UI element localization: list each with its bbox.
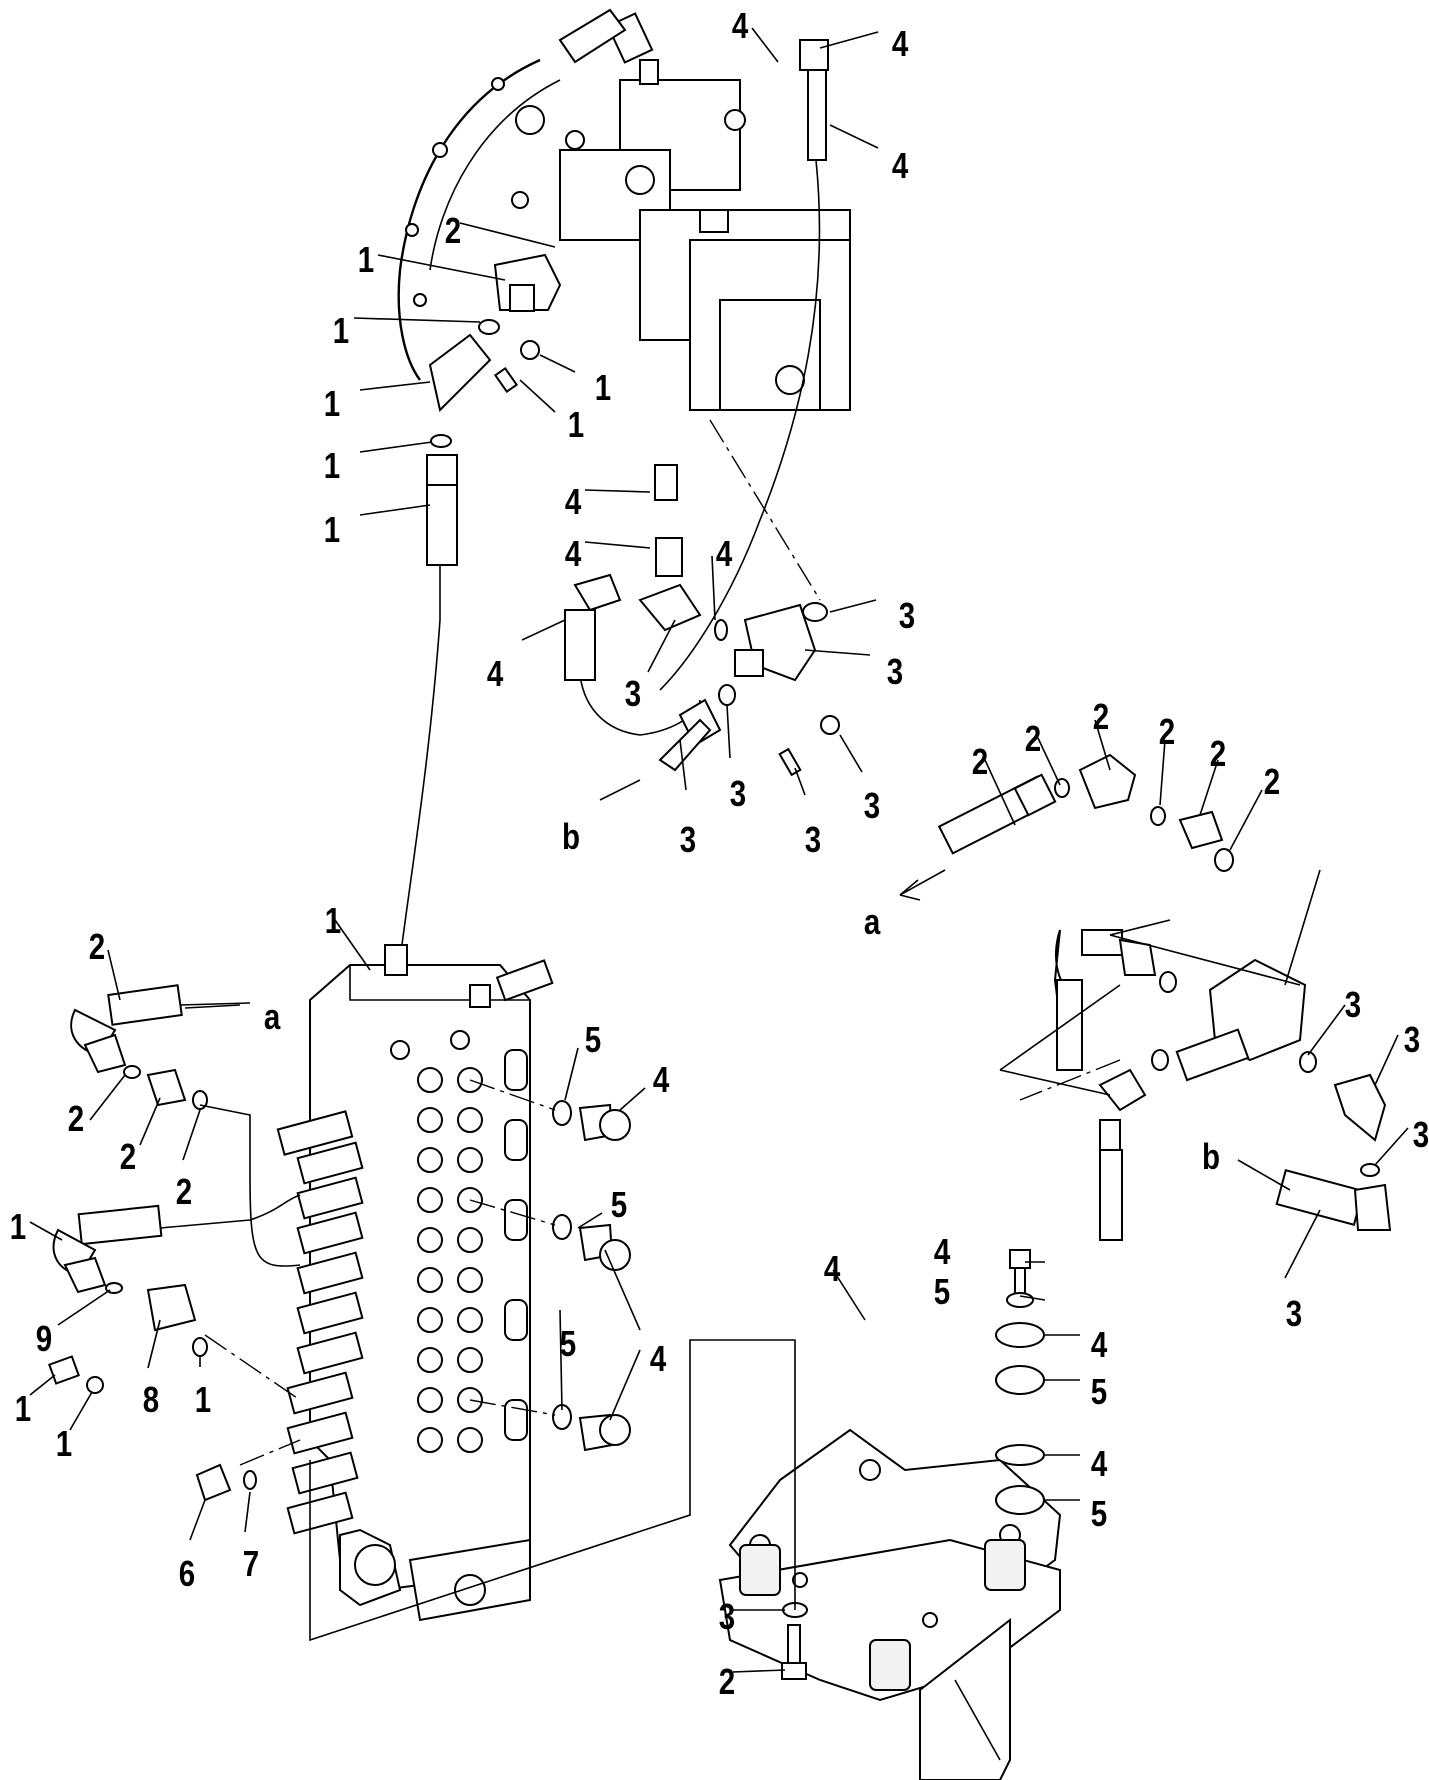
callout-c07: 1 bbox=[595, 367, 611, 407]
valve-ports-right bbox=[504, 1049, 528, 1441]
bracket-hardware bbox=[732, 1249, 1080, 1680]
callout-c18: 3 bbox=[625, 673, 641, 713]
callout-c31: 1 bbox=[325, 900, 341, 940]
callout-c06: 1 bbox=[333, 310, 349, 350]
flange-assembly-1 bbox=[426, 253, 562, 566]
callout-c17: 3 bbox=[887, 651, 903, 691]
callout-c54: 5 bbox=[1091, 1371, 1107, 1411]
callout-c10: 1 bbox=[324, 445, 340, 485]
callout-c58: 2 bbox=[719, 1661, 735, 1701]
callout-c32: 2 bbox=[89, 926, 105, 966]
callout-c51: 4 bbox=[934, 1231, 951, 1271]
callout-c60: 3 bbox=[1404, 1019, 1420, 1059]
right-fitting-chain-2 bbox=[899, 719, 1263, 901]
leader-lines-valve bbox=[29, 919, 646, 1541]
callout-c57: 3 bbox=[719, 1596, 735, 1636]
callout-c29: 2 bbox=[1264, 761, 1280, 801]
leader-lines-top bbox=[353, 27, 879, 801]
callout-c23: b bbox=[562, 816, 580, 856]
callout-c42: 8 bbox=[143, 1379, 159, 1419]
callout-c41: 9 bbox=[36, 1318, 52, 1358]
callout-c49: 7 bbox=[243, 1543, 259, 1583]
callout-c30: a bbox=[864, 901, 881, 941]
callout-c13: 4 bbox=[565, 533, 582, 573]
valve-ports-front bbox=[390, 1030, 483, 1453]
callout-c12: 4 bbox=[565, 481, 582, 521]
callout-c35: 4 bbox=[653, 1059, 670, 1099]
callout-c05: 1 bbox=[358, 239, 374, 279]
callout-c47: 4 bbox=[650, 1338, 667, 1378]
callout-c15: 4 bbox=[487, 653, 504, 693]
callout-c52: 5 bbox=[934, 1271, 950, 1311]
callout-c62: b bbox=[1202, 1136, 1220, 1176]
callout-c44: 1 bbox=[15, 1388, 31, 1428]
callout-c43: 1 bbox=[195, 1379, 211, 1419]
callout-c25: 2 bbox=[1025, 718, 1041, 758]
callout-c14: 4 bbox=[716, 533, 733, 573]
callout-c08: 1 bbox=[568, 404, 584, 444]
callout-c03: 4 bbox=[892, 145, 909, 185]
callout-c24: 2 bbox=[972, 741, 988, 781]
hose-line bbox=[659, 159, 821, 691]
callout-c37: 2 bbox=[120, 1136, 136, 1176]
assembly-guide-lines bbox=[309, 1059, 1121, 1642]
callout-c33: a bbox=[264, 996, 281, 1036]
callout-c22: 3 bbox=[805, 819, 821, 859]
control-valve bbox=[276, 944, 554, 1622]
callout-c34: 5 bbox=[585, 1019, 601, 1059]
callout-c40: 5 bbox=[611, 1184, 627, 1224]
callout-c39: 1 bbox=[10, 1206, 26, 1246]
callout-c53: 4 bbox=[1091, 1324, 1108, 1364]
callout-c61: 3 bbox=[1413, 1114, 1429, 1154]
mounting-bracket bbox=[718, 1428, 1062, 1780]
callout-c16: 3 bbox=[899, 595, 915, 635]
callout-c55: 4 bbox=[1091, 1443, 1108, 1483]
right-manifold-3 bbox=[999, 869, 1409, 1279]
callout-c38: 2 bbox=[176, 1171, 192, 1211]
valve-plugs bbox=[469, 1079, 631, 1452]
callout-c46: 5 bbox=[560, 1323, 576, 1363]
callout-c27: 2 bbox=[1159, 711, 1175, 751]
callout-c26: 2 bbox=[1093, 696, 1109, 736]
callout-c09: 1 bbox=[324, 383, 340, 423]
callout-c01: 4 bbox=[732, 5, 749, 45]
callout-c56: 5 bbox=[1091, 1493, 1107, 1533]
callout-c48: 6 bbox=[179, 1553, 195, 1593]
valve-left-hoses bbox=[48, 984, 301, 1502]
hose-line bbox=[399, 560, 441, 961]
valve-spools-left bbox=[276, 1110, 364, 1535]
callout-c04: 2 bbox=[445, 210, 461, 250]
callout-c20: 3 bbox=[864, 785, 880, 825]
callout-c28: 2 bbox=[1210, 733, 1226, 773]
callout-c59: 3 bbox=[1345, 984, 1361, 1024]
callout-c50: 4 bbox=[824, 1248, 841, 1288]
fitting-cluster-3-4 bbox=[564, 464, 840, 777]
callout-c36: 2 bbox=[68, 1098, 84, 1138]
hydraulic-pump bbox=[397, 8, 851, 411]
callout-c63: 3 bbox=[1286, 1293, 1302, 1333]
callout-c02: 4 bbox=[892, 23, 909, 63]
callout-c11: 1 bbox=[324, 509, 340, 549]
callout-c19: 3 bbox=[730, 773, 746, 813]
callout-c21: 3 bbox=[680, 819, 696, 859]
callout-c45: 1 bbox=[56, 1423, 72, 1463]
